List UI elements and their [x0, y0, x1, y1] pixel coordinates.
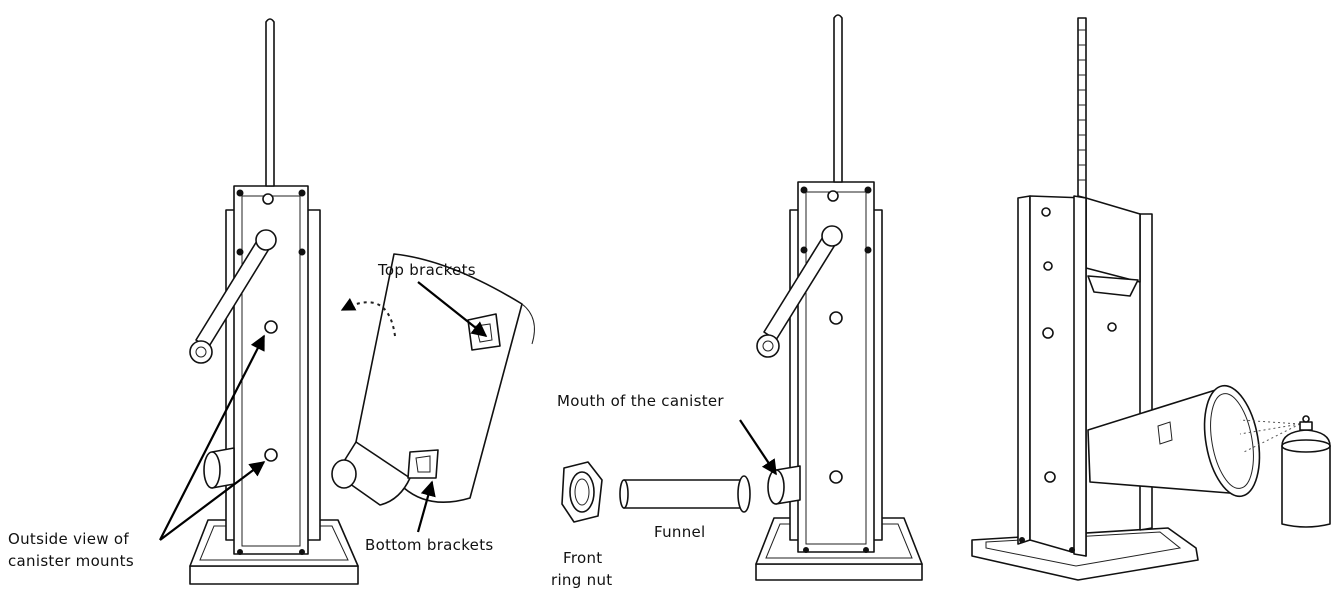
- pointer-mouth-of-canister: [740, 420, 776, 474]
- label-mouth-of-canister: Mouth of the canister: [557, 392, 724, 411]
- outlet-pipe-1: [204, 448, 234, 488]
- label-bottom-brackets: Bottom brackets: [365, 536, 494, 555]
- front-ring-nut-2: [562, 462, 602, 522]
- figure-2-funnel-assembly: [562, 15, 922, 580]
- figure-3-canister-installed: [972, 18, 1330, 580]
- threaded-rod-1: [266, 19, 274, 186]
- top-bracket-1: [468, 314, 500, 350]
- label-funnel: Funnel: [654, 523, 706, 542]
- spray-can-3: [1282, 416, 1330, 527]
- bottom-bracket-1: [408, 450, 438, 478]
- canister-installed-3: [1088, 381, 1267, 500]
- mount-hole-upper-1: [265, 321, 277, 333]
- label-front-ring-nut-line1: Front: [563, 549, 602, 568]
- label-outside-view-line1: Outside view of: [8, 530, 129, 549]
- mount-hole-lower-1: [265, 449, 277, 461]
- label-outside-view-line2: canister mounts: [8, 552, 134, 571]
- funnel-2: [620, 476, 750, 512]
- label-top-brackets: Top brackets: [378, 261, 476, 280]
- label-front-ring-nut-line2: ring nut: [551, 571, 612, 590]
